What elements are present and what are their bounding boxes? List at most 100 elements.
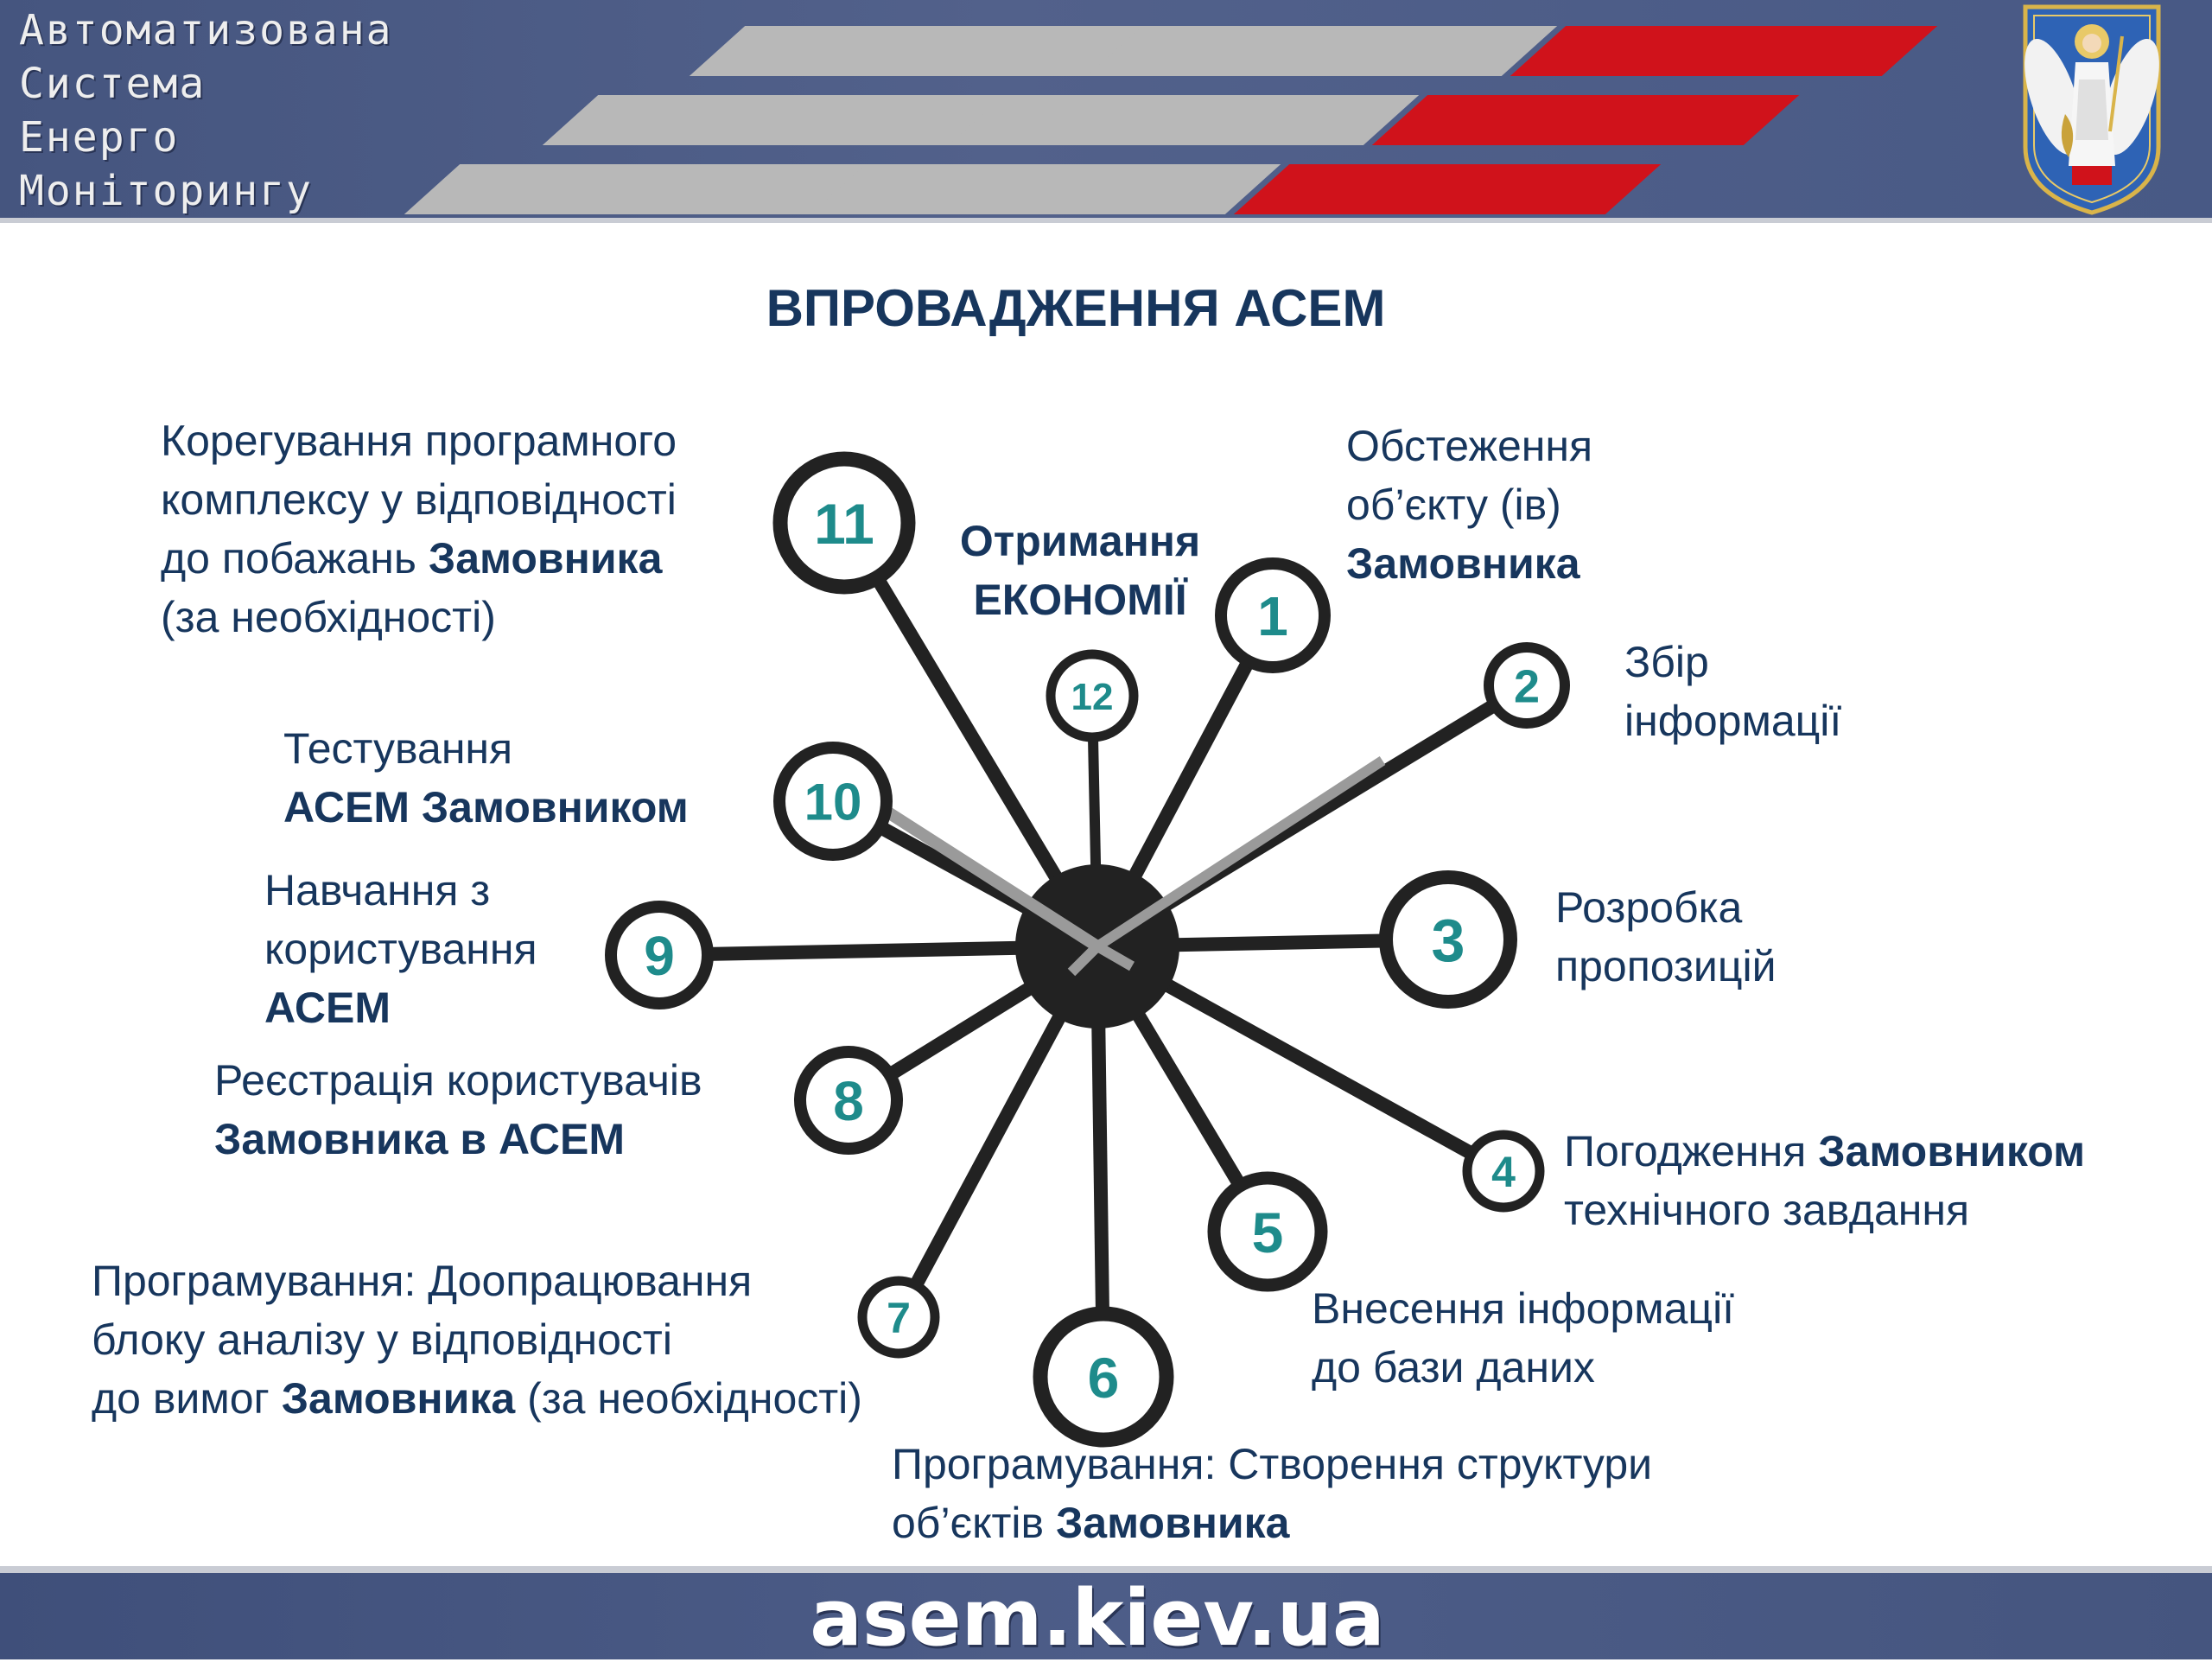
clock-node-number: 5 [1252, 1201, 1284, 1264]
clock-node-1: 1 [1215, 557, 1331, 673]
clock-node-9: 9 [605, 901, 714, 1009]
clock-node-2: 2 [1484, 642, 1570, 729]
step-label-text: Навчання з [264, 866, 491, 914]
step-label-line: Замовника [1346, 534, 1592, 593]
step-label-7: Програмування: Доопрацювання блоку аналіз… [92, 1251, 862, 1428]
step-label-line: Погодження Замовником [1564, 1122, 2085, 1181]
header-title-line: Автоматизована [19, 6, 393, 54]
step-label-text: користування [264, 925, 537, 973]
step-label-text: Збір [1624, 638, 1709, 686]
step-label-line: комплексу у відповідності [161, 470, 677, 529]
step-label-line: Навчання з [264, 861, 537, 920]
clock-node-ring [1207, 1171, 1328, 1292]
step-label-line: АСЕМ [264, 978, 537, 1037]
step-label-line: Збір [1624, 633, 1841, 691]
clock-node-ring [1033, 1306, 1174, 1448]
step-label-text: Реєстрація користувачів [214, 1056, 702, 1105]
clock-node-7: 7 [857, 1276, 940, 1359]
clock-node-number: 11 [814, 492, 874, 556]
header-divider [0, 218, 2212, 223]
step-label-line: технічного завдання [1564, 1181, 2085, 1239]
clock-node-8: 8 [794, 1046, 903, 1155]
step-label-text: (за необхідності) [161, 593, 496, 641]
slide-title: ВПРОВАДЖЕННЯ АСЕМ [766, 279, 1386, 337]
step-label-text: Корегування програмного [161, 417, 677, 465]
step-label-bold: Замовника [428, 534, 663, 583]
clock-node-ring [605, 901, 714, 1009]
step-label-line: об’єкту (ів) [1346, 475, 1592, 534]
step-label-line: інформації [1624, 691, 1841, 750]
clock-node-number: 9 [644, 925, 675, 987]
step-label-line: об’єктів Замовника [892, 1493, 1652, 1552]
clock-node-number: 1 [1257, 585, 1288, 647]
step-label-line: пропозицій [1555, 937, 1777, 996]
header-banner: Автоматизована Система Енерго Моніторинг… [0, 0, 2212, 223]
clock-node-ring [857, 1276, 940, 1359]
clock-node-number: 2 [1514, 660, 1540, 712]
clock-node-ring [1215, 557, 1331, 673]
clock-node-4: 4 [1462, 1130, 1545, 1213]
step-label-text: Погодження [1564, 1127, 1819, 1175]
clock-node-12: 12 [1046, 649, 1139, 742]
clock-node-number: 3 [1432, 907, 1465, 974]
footer-banner [0, 1573, 2212, 1659]
step-label-11: Корегування програмного комплексу у відпо… [161, 411, 677, 646]
clock-node-number: 10 [804, 774, 862, 831]
step-label-line: блоку аналізу у відповідності [92, 1310, 862, 1369]
clock-node-10: 10 [773, 742, 893, 861]
step-label-line: до побажань Замовника [161, 529, 677, 588]
clock-node-ring [773, 742, 893, 861]
clock-hands [885, 755, 1386, 977]
step-label-2: Збір інформації [1624, 633, 1841, 750]
header-title: Автоматизована Система Енерго Моніторинг… [19, 3, 393, 218]
step-label-line: Програмування: Доопрацювання [92, 1251, 862, 1310]
step-label-text: об’єктів [892, 1499, 1056, 1547]
footer-divider [0, 1566, 2212, 1573]
clock-node-ring [794, 1046, 903, 1155]
clock-hand-tail [1095, 941, 1135, 971]
step-label-text: до побажань [161, 534, 429, 583]
center-label: Отримання ЕКОНОМІЇ [933, 512, 1227, 629]
clock-node-ring [772, 451, 916, 595]
clock-hand-long [1094, 755, 1386, 952]
step-label-text: пропозицій [1555, 942, 1777, 990]
header-title-line: Енерго [19, 113, 180, 162]
step-label-line: Замовника в АСЕМ [214, 1110, 702, 1169]
step-label-text: Внесення інформації [1312, 1284, 1735, 1333]
step-label-text: об’єкту (ів) [1346, 481, 1561, 529]
clock-node-3: 3 [1379, 870, 1517, 1009]
step-label-text: інформації [1624, 697, 1842, 745]
step-label-line: Корегування програмного [161, 411, 677, 470]
step-label-6: Програмування: Створення структури об’єкт… [892, 1435, 1652, 1552]
clock-node-ring [1379, 870, 1517, 1009]
clock-node-5: 5 [1207, 1171, 1328, 1292]
center-label-line: ЕКОНОМІЇ [973, 576, 1187, 624]
step-label-line: до вимог Замовника (за необхідності) [92, 1369, 862, 1428]
footer-url: asem.kiev.ua [810, 1573, 1385, 1664]
step-label-text: (за необхідності) [515, 1374, 862, 1423]
header-title-line: Моніторингу [19, 167, 313, 215]
step-label-bold: Замовника [281, 1374, 516, 1423]
clock-node-number: 7 [887, 1294, 911, 1342]
step-label-line: Внесення інформації [1312, 1279, 1734, 1338]
clock-node-number: 6 [1088, 1346, 1120, 1410]
step-label-text: комплексу у відповідності [161, 475, 677, 524]
step-label-text: Програмування: Створення структури [892, 1440, 1653, 1488]
step-label-text: до бази даних [1312, 1343, 1595, 1392]
clock-node-number: 12 [1071, 676, 1114, 718]
step-label-bold: Замовника в АСЕМ [214, 1115, 625, 1163]
step-label-bold: Замовника [1346, 539, 1580, 588]
step-label-text: блоку аналізу у відповідності [92, 1315, 672, 1364]
step-label-bold: АСЕМ [264, 984, 391, 1032]
step-label-bold: АСЕМ Замовником [283, 783, 689, 831]
step-label-5: Внесення інформації до бази даних [1312, 1279, 1734, 1397]
step-label-text: Програмування: Доопрацювання [92, 1257, 753, 1305]
step-label-line: Програмування: Створення структури [892, 1435, 1652, 1493]
step-label-line: (за необхідності) [161, 588, 677, 646]
